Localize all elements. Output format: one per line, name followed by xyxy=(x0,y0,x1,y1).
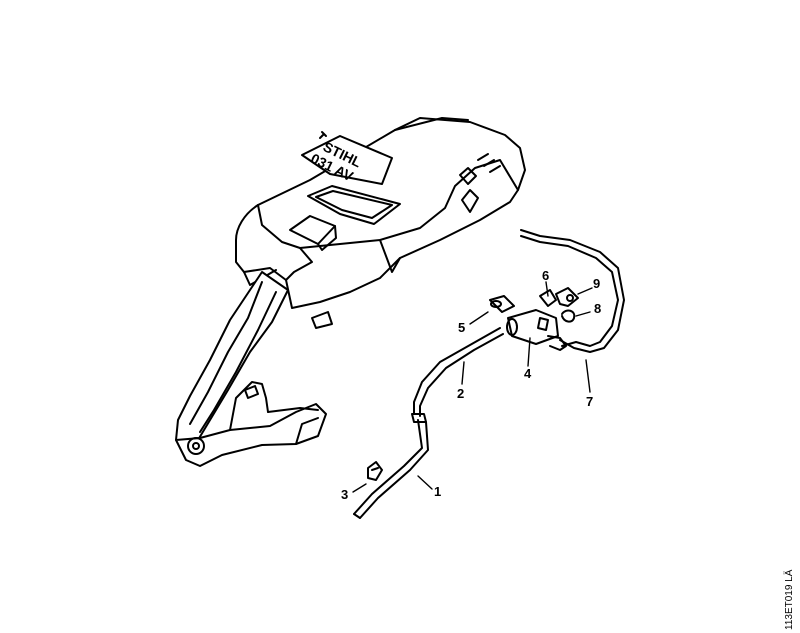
label-part-3: 3 xyxy=(341,487,348,502)
screw-3 xyxy=(367,461,383,481)
label-part-6: 6 xyxy=(542,268,549,283)
label-part-9: 9 xyxy=(593,276,600,291)
ring-8 xyxy=(561,309,576,323)
label-part-1: 1 xyxy=(434,484,441,499)
reference-code: 113ET019 LÄ xyxy=(784,569,795,630)
label-part-8: 8 xyxy=(594,301,601,316)
hose-2 xyxy=(411,327,504,423)
fitting-4 xyxy=(506,309,567,351)
label-part-5: 5 xyxy=(458,320,465,335)
tube-1 xyxy=(353,419,429,519)
clip-6 xyxy=(539,289,557,307)
filter-window xyxy=(307,185,401,225)
clamp-9 xyxy=(555,287,579,307)
label-part-4: 4 xyxy=(524,366,532,381)
part-labels: 1 2 3 4 5 6 7 8 9 xyxy=(341,268,601,502)
connector-5 xyxy=(489,295,515,313)
label-part-2: 2 xyxy=(457,386,464,401)
rear-handle xyxy=(175,271,327,467)
hose-7 xyxy=(520,229,625,353)
label-part-7: 7 xyxy=(586,394,593,409)
leader-lines xyxy=(352,281,593,493)
